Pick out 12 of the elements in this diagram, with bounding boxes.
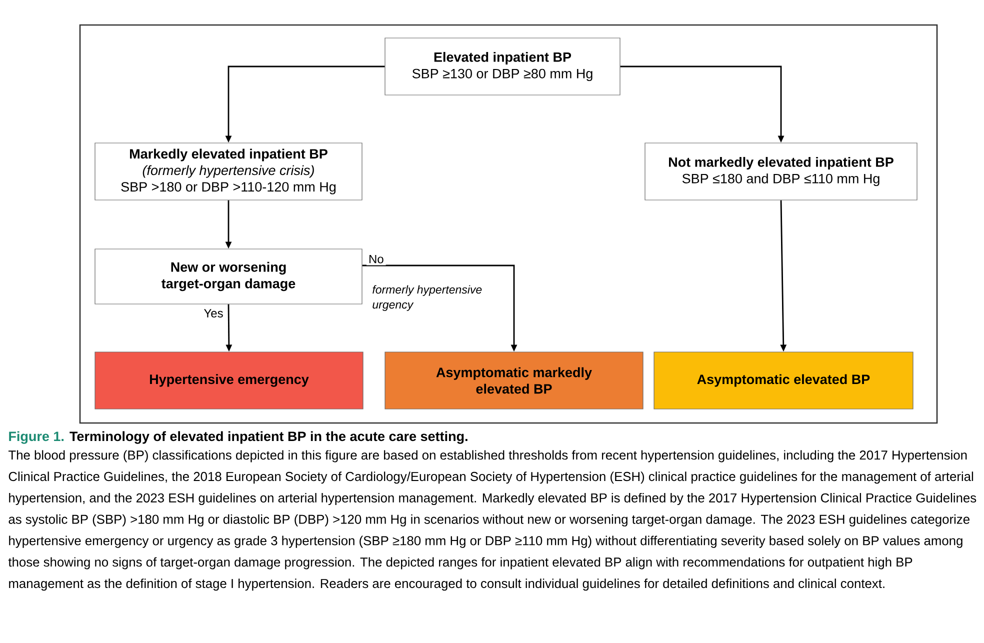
- process-box: Markedly elevated inpatient BP (formerly hypertensive crisis) SBP >180 or DBP >110-120 mm Hg: [94, 142, 362, 200]
- edge-label: No: [366, 252, 386, 266]
- outcome-box: Asymptomatic elevated BP: [654, 352, 914, 410]
- outcome-box: Hypertensive emergency: [94, 352, 364, 410]
- decision-box: New or worsening target-organ damage: [94, 248, 362, 304]
- process-box: Not markedly elevated inpatient BP SBP ≤180 and DBP ≤110 mm Hg: [644, 142, 918, 200]
- edge-label: Yes: [202, 307, 226, 320]
- process-box: Elevated inpatient BP SBP ≥130 or DBP ≥80 mm Hg: [384, 38, 620, 96]
- caption-title: Figure 1. Terminology of elevated inpatient BP in the acute care setting.: [9, 431, 468, 444]
- outcome-box: Asymptomatic markedly elevated BP: [384, 352, 644, 410]
- note-text: formerly hypertensive urgency: [372, 285, 482, 311]
- caption-text: The blood pressure (BP) classifications depicted in this figure are based on established thresholds from recent hypertension guidelines, including the 2017 Hypertension Clinical Practice Guidelines, the 2018 European Society of Cardiology/European Society of Hypertension (ESH) clinical practice guidelines for the management of arterial hypertension, and the 2023 ESH guidelines on arterial hypertension management. Markedly elevated BP is defined by the 2017 Hypertension Clinical Practice Guidelines as systolic BP (SBP) >180 mm Hg or diastolic BP (DBP) >120 mm Hg in scenarios without new or worsening target-organ damage. The 2023 ESH guidelines categorize hypertensive emergency or urgency as grade 3 hypertension (SBP ≥180 mm Hg or DBP ≥110 mm Hg) without differentiating severity based solely on BP values among those showing no signs of target-organ damage progression. The depicted ranges for inpatient elevated BP align with recommendations for outpatient high BP management as the definition of stage I hypertension. Readers are encouraged to consult individual guidelines for detailed definitions and clinical context.: [8, 450, 976, 591]
